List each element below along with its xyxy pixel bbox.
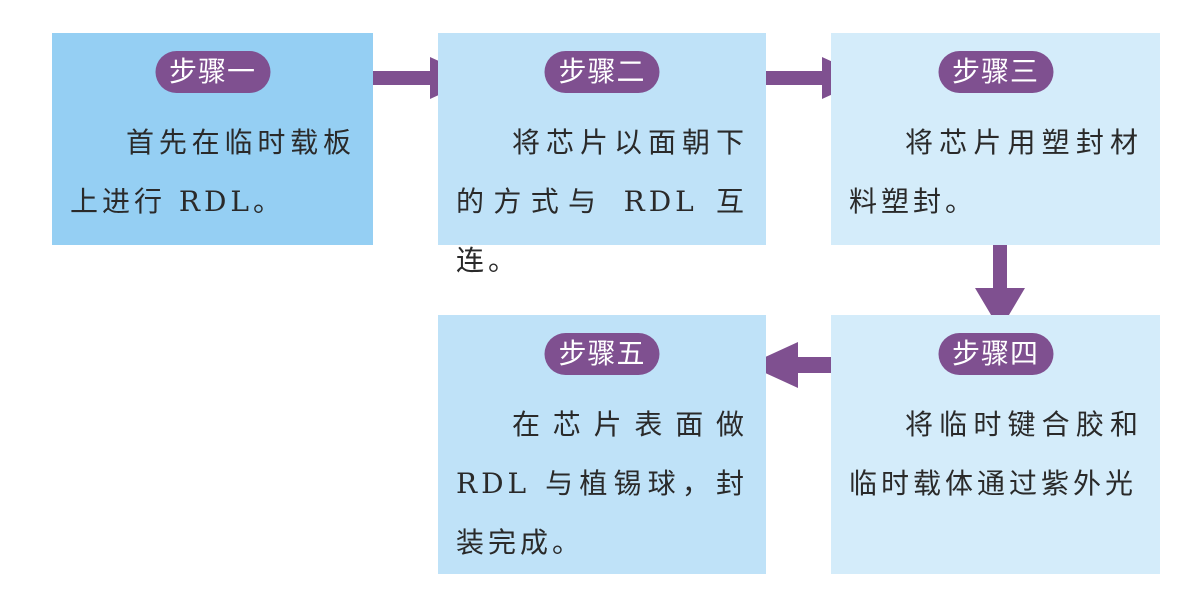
step-2-description: 将芯片以面朝下的方式与 RDL 互连。 — [456, 126, 748, 277]
step-3-label: 步骤三 — [937, 51, 1054, 93]
step-4-box: 步骤四 将临时键合胶和临时载体通过紫外光 — [831, 315, 1160, 574]
step-3-description: 将芯片用塑封材料塑封。 — [849, 126, 1142, 218]
arrow-step3-to-step4 — [975, 230, 1025, 330]
step-4-label: 步骤四 — [937, 333, 1054, 375]
step-1-description: 首先在临时载板上进行 RDL。 — [70, 126, 355, 218]
arrow-step4-to-step5 — [748, 342, 868, 388]
step-5-description: 在芯片表面做 RDL 与植锡球，封装完成。 — [456, 408, 748, 559]
step-4-description: 将临时键合胶和临时载体通过紫外光 — [849, 408, 1142, 500]
step-1-box: 步骤一 首先在临时载板上进行 RDL。 — [52, 33, 373, 245]
step-1-label: 步骤一 — [154, 51, 271, 93]
step-5-box: 步骤五 在芯片表面做 RDL 与植锡球，封装完成。 — [438, 315, 766, 574]
step-2-label: 步骤二 — [544, 51, 660, 93]
step-5-label: 步骤五 — [544, 333, 660, 375]
step-2-box: 步骤二 将芯片以面朝下的方式与 RDL 互连。 — [438, 33, 766, 277]
step-3-box: 步骤三 将芯片用塑封材料塑封。 — [831, 33, 1160, 245]
